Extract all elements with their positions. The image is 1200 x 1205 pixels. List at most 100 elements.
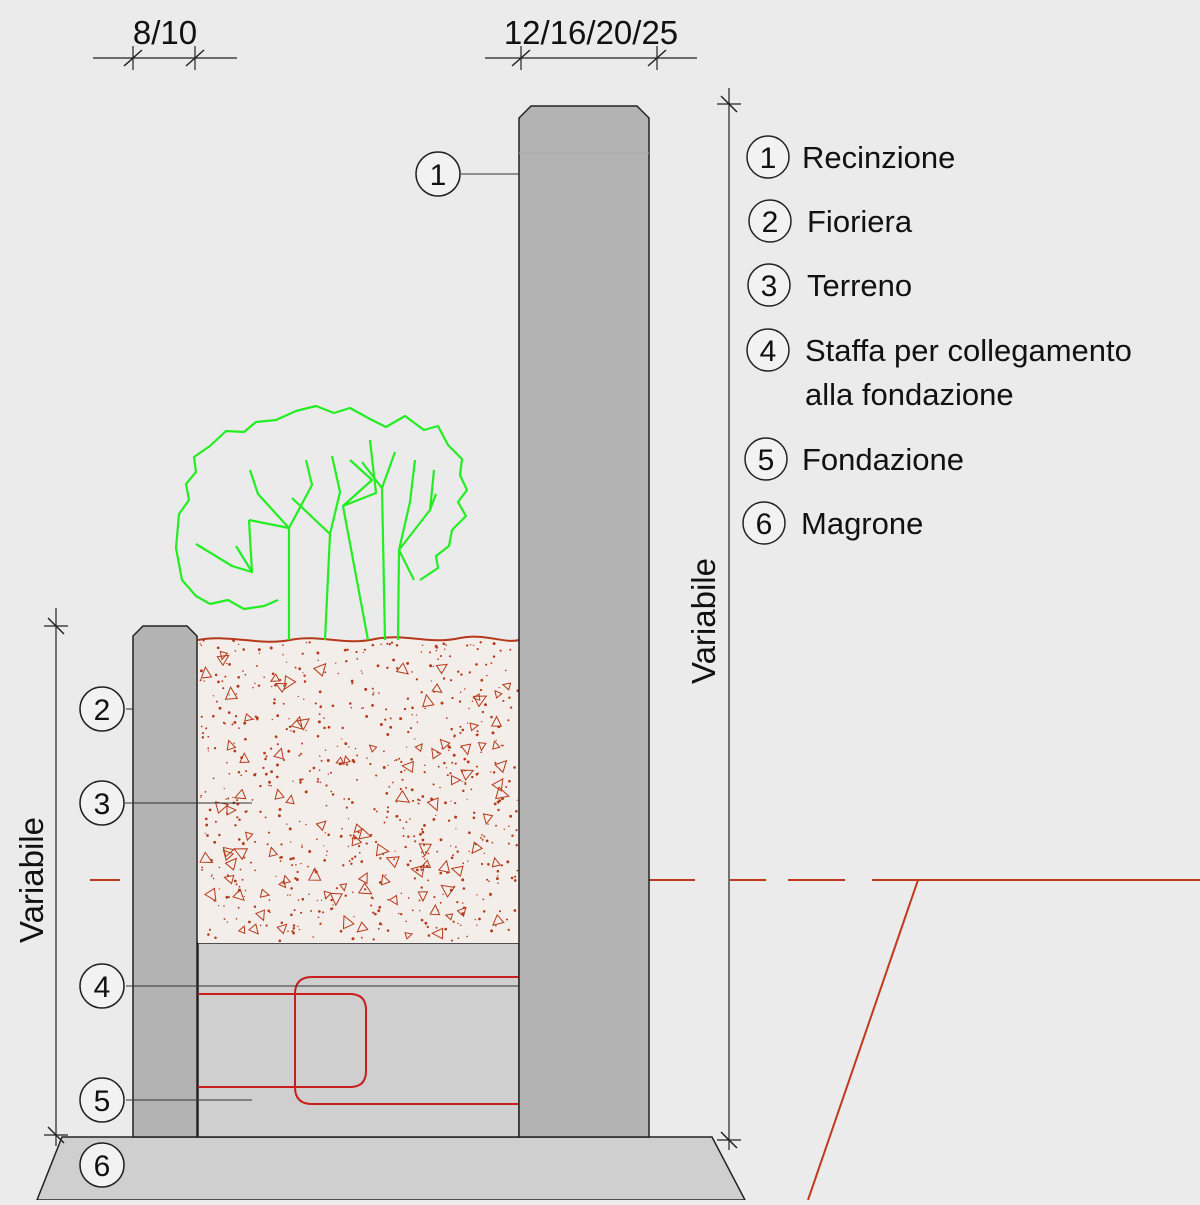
soil-dot bbox=[459, 725, 462, 728]
soil-dot bbox=[263, 676, 266, 678]
soil-dot bbox=[387, 898, 389, 901]
soil-dot bbox=[492, 655, 496, 658]
soil-dot bbox=[201, 868, 203, 871]
soil-dot bbox=[461, 902, 464, 904]
soil-dot bbox=[271, 685, 273, 688]
soil-dot bbox=[207, 735, 210, 738]
soil-dot bbox=[372, 693, 375, 696]
soil-dot bbox=[208, 928, 212, 931]
soil-dot bbox=[404, 845, 407, 849]
soil-dot bbox=[264, 772, 268, 776]
callout-3: 3 bbox=[79, 780, 125, 826]
soil-aggregate bbox=[494, 759, 508, 774]
soil-dot bbox=[383, 821, 386, 824]
soil-dot bbox=[454, 815, 458, 819]
soil-dot bbox=[458, 700, 462, 703]
soil-dot bbox=[255, 664, 258, 667]
soil-dot bbox=[497, 882, 499, 884]
soil-dot bbox=[227, 797, 230, 800]
soil-dot bbox=[482, 910, 486, 913]
soil-dot bbox=[279, 860, 282, 862]
soil-dot bbox=[430, 680, 432, 682]
soil-dot bbox=[449, 772, 452, 775]
soil-dot bbox=[402, 835, 405, 837]
svg-text:Fondazione: Fondazione bbox=[802, 442, 964, 477]
soil-dot bbox=[243, 721, 247, 725]
svg-text:Terreno: Terreno bbox=[807, 268, 912, 303]
soil-dot bbox=[414, 840, 417, 843]
soil-dot bbox=[463, 757, 467, 761]
soil-dot bbox=[345, 659, 348, 663]
soil-dot bbox=[200, 715, 203, 718]
soil-dot bbox=[270, 770, 273, 774]
soil-dot bbox=[326, 850, 328, 853]
soil-dot bbox=[486, 674, 488, 677]
soil-dot bbox=[228, 694, 230, 696]
soil-dot bbox=[346, 648, 349, 651]
soil-dot bbox=[457, 922, 459, 925]
soil-dot bbox=[320, 759, 323, 762]
soil-dot bbox=[288, 827, 292, 831]
soil-dot bbox=[483, 835, 486, 838]
soil-dot bbox=[199, 643, 201, 645]
soil-dot bbox=[278, 939, 282, 943]
svg-text:3: 3 bbox=[761, 270, 778, 303]
soil-dot bbox=[382, 766, 386, 769]
soil-dot bbox=[217, 680, 220, 684]
soil-aggregate bbox=[296, 718, 311, 731]
callout-1: 1 bbox=[415, 151, 461, 197]
soil-dot bbox=[461, 780, 463, 783]
soil-dot bbox=[347, 797, 351, 801]
soil-dot bbox=[286, 823, 288, 825]
dim-planter-thickness bbox=[93, 46, 237, 70]
soil-dot bbox=[377, 692, 380, 694]
soil-dot bbox=[362, 706, 365, 709]
soil-aggregate bbox=[224, 685, 239, 700]
soil-dot bbox=[199, 669, 203, 673]
soil-dot bbox=[515, 810, 518, 813]
soil-dot bbox=[341, 726, 344, 730]
soil-dot bbox=[419, 910, 421, 912]
soil-dot bbox=[350, 706, 353, 709]
soil-dot bbox=[305, 729, 307, 732]
soil-dot bbox=[432, 817, 436, 821]
soil-aggregate bbox=[410, 864, 425, 878]
soil-dot bbox=[481, 838, 484, 841]
soil-dot bbox=[235, 883, 238, 886]
soil-dot bbox=[241, 842, 245, 846]
soil-dot bbox=[225, 798, 227, 800]
soil-dot bbox=[287, 894, 289, 896]
soil-dot bbox=[337, 672, 339, 675]
soil-aggregate bbox=[469, 722, 480, 732]
soil-dot bbox=[264, 757, 267, 761]
soil-dot bbox=[266, 843, 269, 846]
soil-aggregate bbox=[395, 662, 410, 675]
soil-dot bbox=[389, 717, 392, 720]
soil-dot bbox=[263, 751, 266, 755]
soil-aggregate bbox=[501, 682, 512, 691]
soil-aggregate bbox=[329, 892, 343, 907]
soil-dot bbox=[207, 750, 210, 752]
soil-dot bbox=[457, 937, 460, 940]
soil-dot bbox=[303, 680, 307, 683]
soil-dot bbox=[290, 729, 292, 732]
soil-dot bbox=[214, 673, 218, 677]
svg-text:2: 2 bbox=[762, 206, 779, 239]
soil-aggregate bbox=[343, 755, 352, 764]
soil-dot bbox=[371, 687, 374, 690]
soil-dot bbox=[244, 737, 247, 741]
soil-dot bbox=[252, 686, 254, 689]
soil-dot bbox=[238, 727, 240, 729]
soil-dot bbox=[287, 930, 289, 933]
soil-dot bbox=[455, 828, 457, 830]
soil-dot bbox=[364, 687, 368, 691]
soil-dot bbox=[335, 887, 338, 890]
soil-aggregate bbox=[460, 769, 475, 781]
soil-dot bbox=[476, 894, 478, 896]
soil-dot bbox=[466, 722, 469, 724]
soil-dot bbox=[426, 925, 429, 929]
soil-dot bbox=[466, 935, 468, 938]
soil-aggregate bbox=[456, 906, 467, 918]
soil-dot bbox=[282, 644, 284, 646]
soil-dot bbox=[409, 818, 411, 820]
